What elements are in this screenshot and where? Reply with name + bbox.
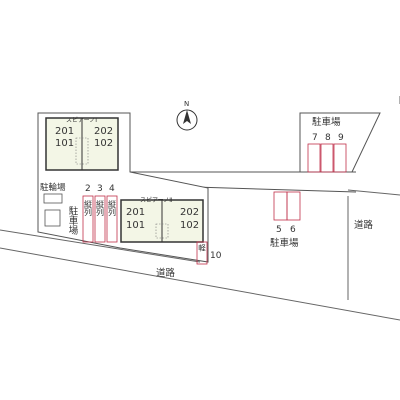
north-arrow-icon xyxy=(183,110,191,124)
space-2-number: 2 xyxy=(85,184,91,194)
center-right-parking-label: 駐車場 xyxy=(270,237,299,249)
center-right-parking: 5 6 駐車場 xyxy=(270,191,301,249)
space-8-number: 8 xyxy=(325,133,331,143)
top-right-parking: 駐車場 7 8 9 xyxy=(307,116,347,173)
top-right-parking-label: 駐車場 xyxy=(312,116,341,128)
road-bottom-upper-edge xyxy=(0,229,201,263)
space-3-parallel-label: 縦列 xyxy=(96,199,105,217)
compass-label: N xyxy=(184,100,189,108)
building-1-unit-201: 201 xyxy=(55,126,74,137)
roads xyxy=(0,96,400,321)
bicycle-rack xyxy=(43,193,63,204)
building-1: スピアーノⅠ 201 202 101 102 xyxy=(45,117,119,171)
space-6-number: 6 xyxy=(290,225,296,235)
space-10-number: 10 xyxy=(210,251,222,261)
building-2: スピアーノⅡ 201 202 101 102 xyxy=(120,197,204,243)
light-vehicle-space: 軽 10 xyxy=(196,241,222,265)
compass: N xyxy=(176,100,198,131)
building-2-unit-101: 101 xyxy=(126,220,145,231)
road-bottom-label: 道路 xyxy=(156,267,176,279)
building-1-unit-202: 202 xyxy=(94,126,113,137)
building-2-unit-202: 202 xyxy=(180,207,199,218)
bicycle-parking: 駐輪場 xyxy=(40,182,66,204)
left-parking-label: 駐車場 xyxy=(67,205,79,235)
building-2-unit-102: 102 xyxy=(180,220,199,231)
space-9-number: 9 xyxy=(338,133,344,143)
space-4-number: 4 xyxy=(109,184,115,194)
space-2-parallel-label: 縦列 xyxy=(84,199,93,217)
road-right-label: 道路 xyxy=(354,219,374,231)
building-2-unit-201: 201 xyxy=(126,207,145,218)
space-7-number: 7 xyxy=(312,133,318,143)
building-2-name: スピアーノⅡ xyxy=(140,197,172,204)
building-1-unit-101: 101 xyxy=(55,138,74,149)
space-3-number: 3 xyxy=(97,184,103,194)
road-bottom-lower-edge xyxy=(0,247,400,321)
space-5-number: 5 xyxy=(276,225,282,235)
road-right-edge-1 xyxy=(347,189,400,196)
building-1-unit-102: 102 xyxy=(94,138,113,149)
light-vehicle-label: 軽 xyxy=(197,244,206,253)
left-parking: 駐車場 xyxy=(44,205,79,235)
building-1-name: スピアーノⅠ xyxy=(66,117,97,124)
left-parking-spaces: 2 3 4 縦列 縦列 縦列 xyxy=(82,184,118,243)
space-4-parallel-label: 縦列 xyxy=(108,199,117,217)
bicycle-parking-label: 駐輪場 xyxy=(40,182,66,193)
